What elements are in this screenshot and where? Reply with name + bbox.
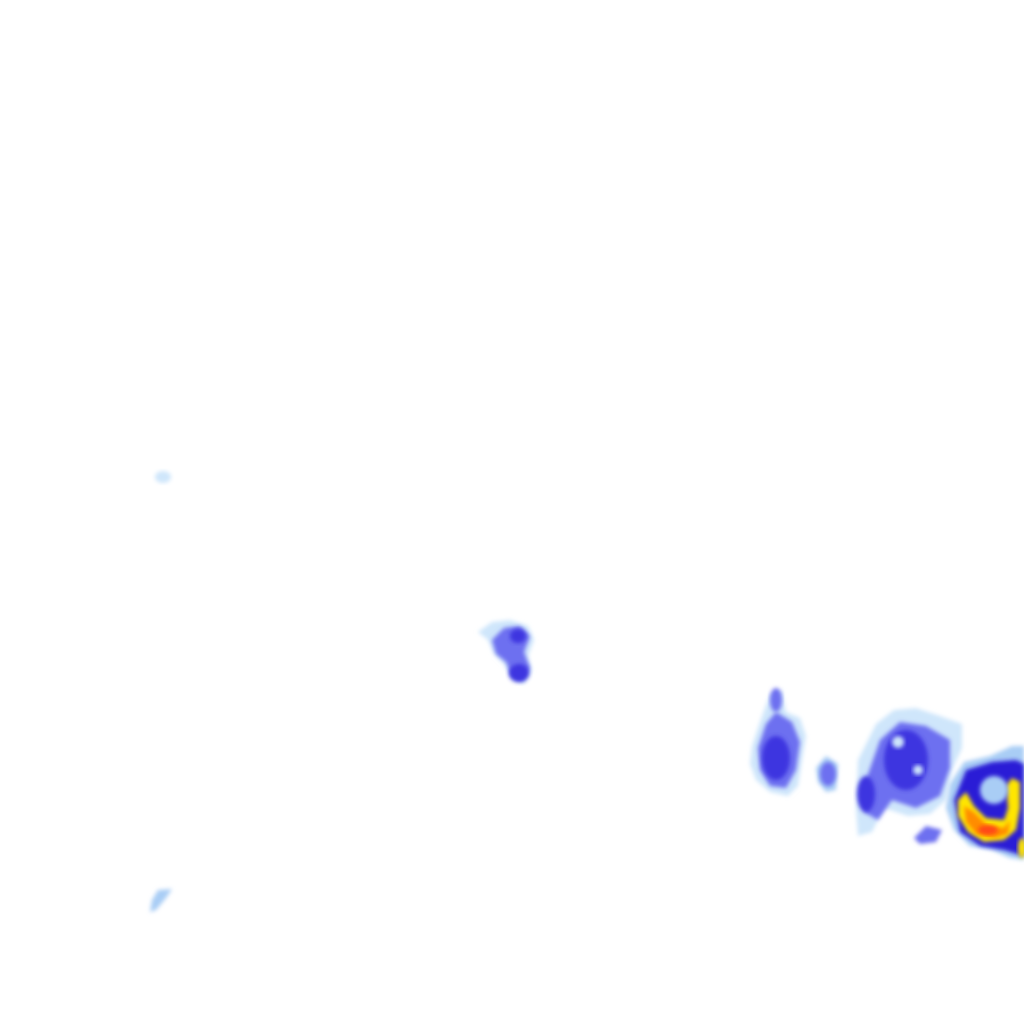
- precip-cell-storm-east: [946, 746, 1024, 860]
- precip-cell-east-1: [750, 688, 806, 796]
- precip-cell-small-west: [155, 471, 171, 483]
- precip-cell-southwest: [150, 889, 172, 912]
- precip-cell-east-4: [914, 826, 942, 844]
- precip-cell-central: [478, 620, 534, 684]
- precip-cell-east-2: [816, 756, 838, 792]
- precip-cell-east-3: [856, 708, 962, 836]
